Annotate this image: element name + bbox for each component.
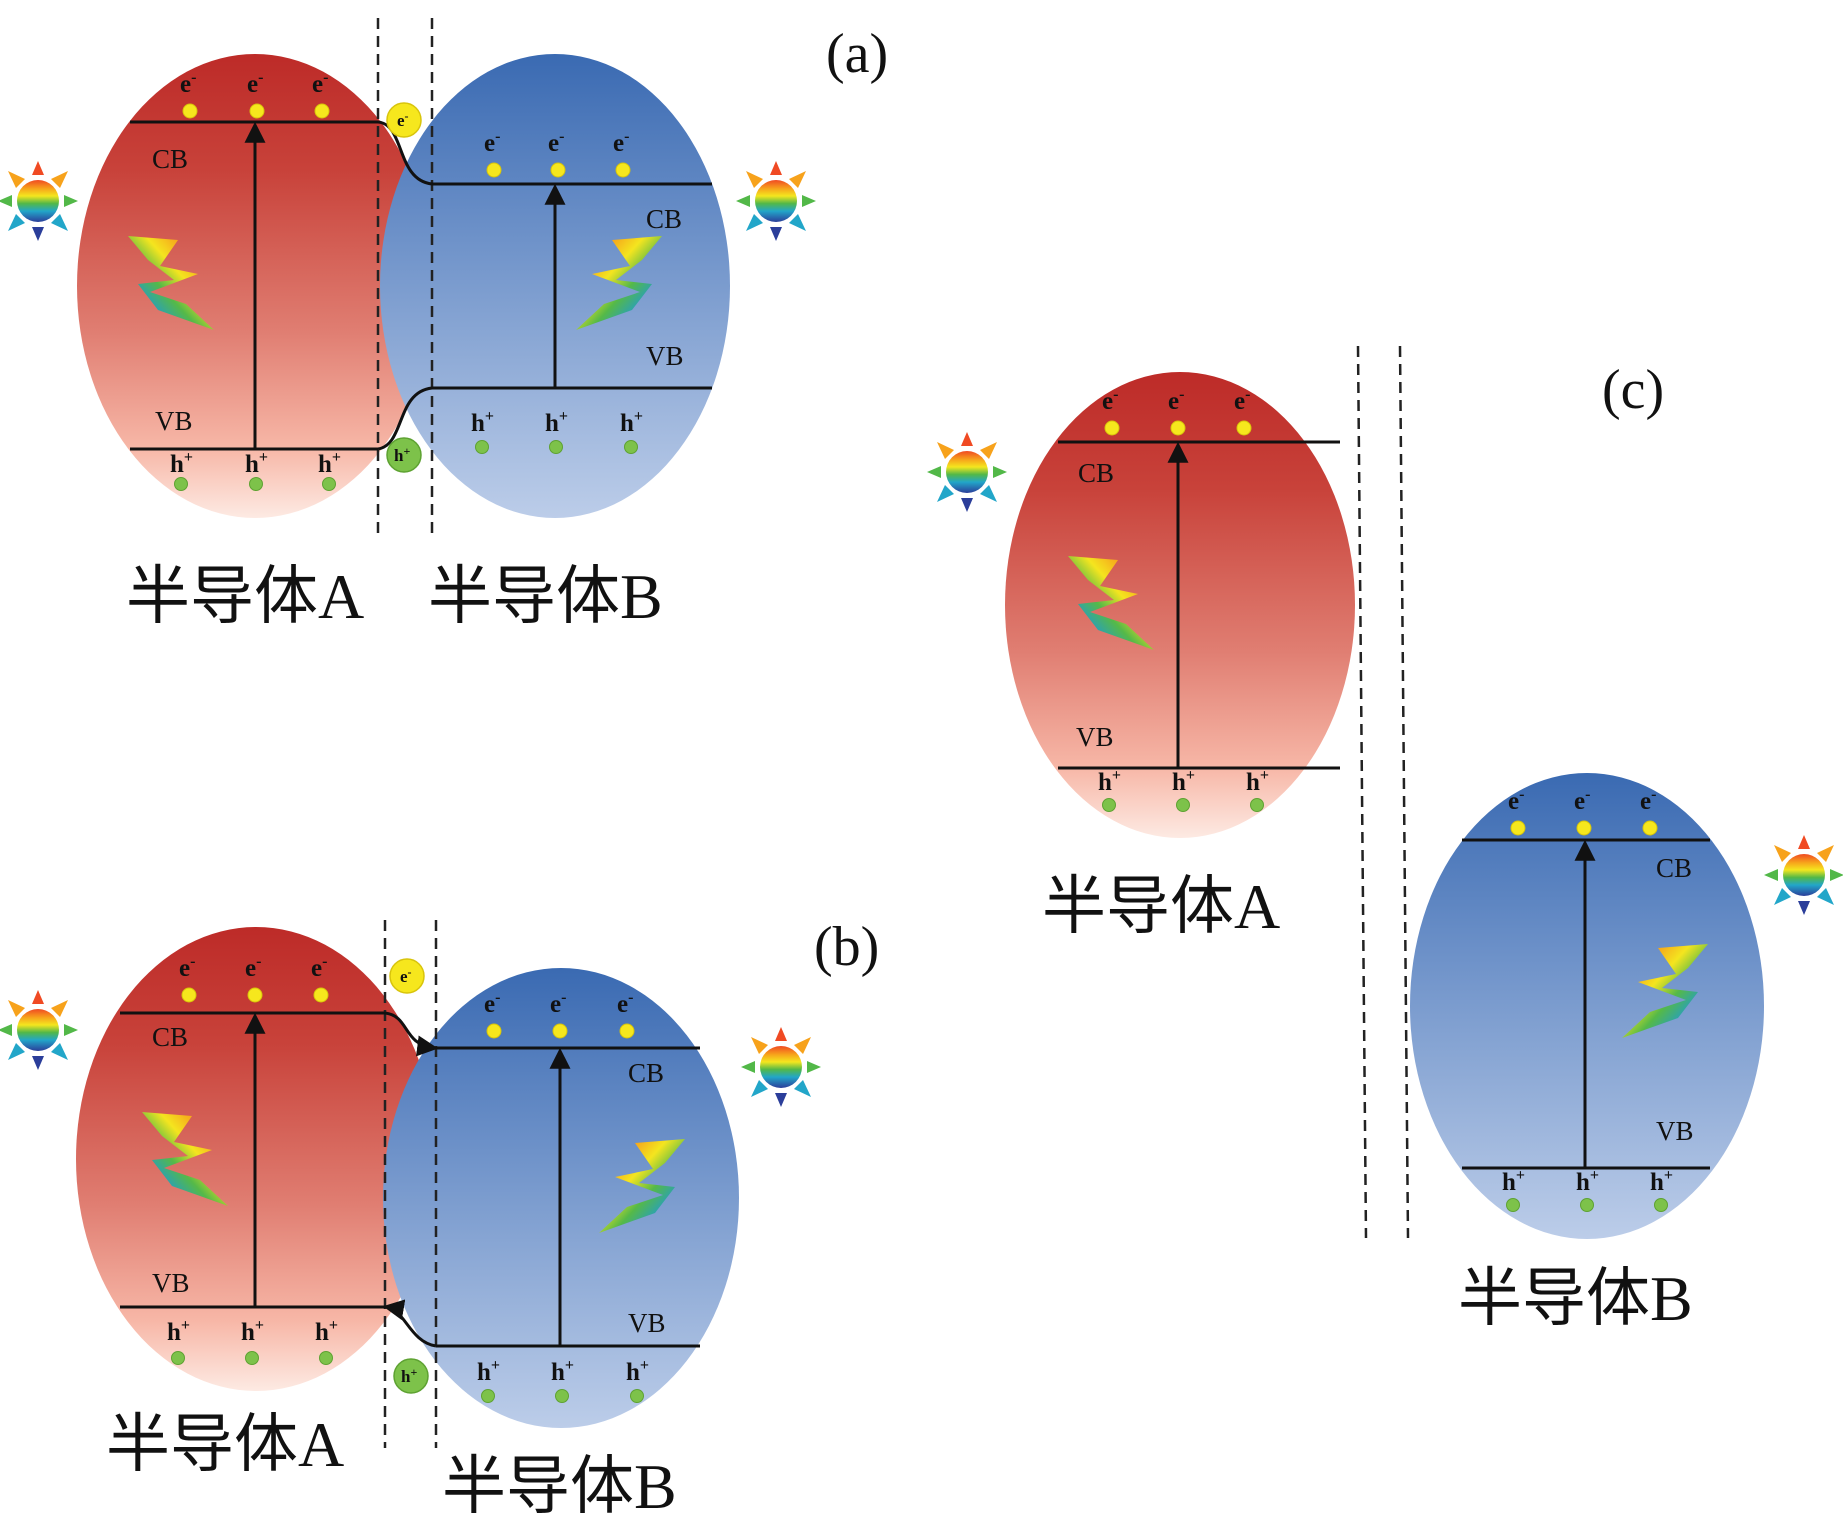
sun-icon xyxy=(0,161,78,241)
hole-bubble-icon: h+ xyxy=(393,1358,429,1394)
semi-a-electrons: e- e- e- xyxy=(179,953,329,1003)
svg-text:h+: h+ xyxy=(318,449,341,478)
svg-text:e-: e- xyxy=(179,953,195,982)
semi-b-electrons: e- e- e- xyxy=(484,989,635,1039)
panel-b-label: (b) xyxy=(814,916,879,978)
svg-text:e-: e- xyxy=(1234,386,1250,415)
semi-a-caption: 半导体A xyxy=(126,561,364,632)
semi-b-holes: h+ h+ h+ xyxy=(477,1357,649,1403)
svg-text:e-: e- xyxy=(1102,386,1118,415)
svg-text:h+: h+ xyxy=(551,1357,574,1386)
semi-a-holes: h+ h+ h+ xyxy=(170,449,341,491)
semi-b-electrons: e- e- e- xyxy=(1508,786,1658,836)
semi-a-vb-label: VB xyxy=(155,406,193,436)
semi-b-caption: 半导体B xyxy=(1458,1263,1693,1334)
semi-a-caption: 半导体A xyxy=(1042,871,1280,942)
svg-text:h+: h+ xyxy=(1502,1167,1525,1196)
svg-text:e-: e- xyxy=(312,69,328,98)
svg-text:h+: h+ xyxy=(245,449,268,478)
svg-text:e-: e- xyxy=(247,69,263,98)
semi-a-cb-label: CB xyxy=(152,144,188,174)
svg-text:h+: h+ xyxy=(241,1317,264,1346)
svg-text:e-: e- xyxy=(617,989,633,1018)
svg-text:h+: h+ xyxy=(170,449,193,478)
semi-b-electrons: e- e- e- xyxy=(484,128,631,178)
svg-text:e-: e- xyxy=(1508,786,1524,815)
svg-text:e-: e- xyxy=(1574,786,1590,815)
semi-a-cb-label: CB xyxy=(152,1022,188,1052)
semi-b-vb-label: VB xyxy=(1656,1116,1694,1146)
svg-text:e-: e- xyxy=(400,965,412,986)
svg-text:e-: e- xyxy=(613,128,629,157)
panel-a: CB VB CB VB e- e- e- h+ h+ h+ e- e- xyxy=(0,18,888,632)
svg-text:h+: h+ xyxy=(545,408,568,437)
sun-icon xyxy=(736,161,816,241)
svg-text:h+: h+ xyxy=(315,1317,338,1346)
svg-text:h+: h+ xyxy=(471,408,494,437)
svg-text:e-: e- xyxy=(484,989,500,1018)
svg-text:e-: e- xyxy=(484,128,500,157)
svg-text:h+: h+ xyxy=(167,1317,190,1346)
svg-text:h+: h+ xyxy=(401,1365,417,1386)
semiconductor-b-body xyxy=(1410,773,1764,1239)
semi-a-electrons: e- e- e- xyxy=(180,69,330,119)
electron-bubble-icon: e- xyxy=(386,102,422,138)
svg-text:h+: h+ xyxy=(1246,767,1269,796)
semi-a-vb-label: VB xyxy=(1076,722,1114,752)
semi-b-cb-label: CB xyxy=(1656,853,1692,883)
svg-text:e-: e- xyxy=(1168,386,1184,415)
electron-transfer-curve xyxy=(377,120,433,186)
semi-b-holes: h+ h+ h+ xyxy=(1502,1167,1673,1212)
semi-b-cb-label: CB xyxy=(628,1058,664,1088)
sun-icon xyxy=(927,432,1007,512)
semi-a-electrons: e- e- e- xyxy=(1102,386,1252,436)
svg-text:h+: h+ xyxy=(626,1357,649,1386)
separation-dash-right xyxy=(1398,345,1410,1239)
svg-text:h+: h+ xyxy=(1172,767,1195,796)
hole-transfer-curve xyxy=(382,1299,437,1348)
semi-a-vb-label: VB xyxy=(152,1268,190,1298)
separation-dash-left xyxy=(1356,345,1368,1239)
svg-text:h+: h+ xyxy=(394,444,410,465)
svg-text:e-: e- xyxy=(548,128,564,157)
panel-a-label: (a) xyxy=(826,23,888,85)
svg-text:e-: e- xyxy=(311,953,327,982)
panel-c-label: (c) xyxy=(1602,359,1664,421)
panel-b: CB VB CB VB e- e- e- h+ h+ h+ e- e- xyxy=(0,916,879,1522)
svg-text:h+: h+ xyxy=(477,1357,500,1386)
svg-text:e-: e- xyxy=(1640,786,1656,815)
semi-b-vb-label: VB xyxy=(628,1308,666,1338)
electron-bubble-icon: e- xyxy=(389,958,425,994)
svg-text:h+: h+ xyxy=(1098,767,1121,796)
semi-b-caption: 半导体B xyxy=(428,561,663,632)
svg-text:e-: e- xyxy=(245,953,261,982)
hole-bubble-icon: h+ xyxy=(386,437,422,473)
semi-b-vb-label: VB xyxy=(646,341,684,371)
semi-a-cb-label: CB xyxy=(1078,458,1114,488)
semi-b-caption: 半导体B xyxy=(442,1451,677,1522)
sun-icon xyxy=(1764,835,1843,915)
semi-b-holes: h+ h+ h+ xyxy=(471,408,643,454)
semi-a-holes: h+ h+ h+ xyxy=(1098,767,1269,812)
svg-text:e-: e- xyxy=(397,109,409,130)
semi-b-cb-label: CB xyxy=(646,204,682,234)
sun-icon xyxy=(0,990,78,1070)
electron-transfer-curve xyxy=(384,1011,439,1057)
semi-a-holes: h+ h+ h+ xyxy=(167,1317,338,1365)
svg-text:h+: h+ xyxy=(1650,1167,1673,1196)
svg-text:h+: h+ xyxy=(620,408,643,437)
panel-c: CB VB CB VB e- e- e- h+ h+ h+ e- e- e- xyxy=(927,345,1843,1334)
semiconductor-a-body xyxy=(1005,372,1355,838)
svg-text:e-: e- xyxy=(550,989,566,1018)
sun-icon xyxy=(741,1027,821,1107)
hole-transfer-curve xyxy=(377,386,433,451)
semi-a-caption: 半导体A xyxy=(106,1409,344,1480)
svg-text:e-: e- xyxy=(180,69,196,98)
svg-text:h+: h+ xyxy=(1576,1167,1599,1196)
